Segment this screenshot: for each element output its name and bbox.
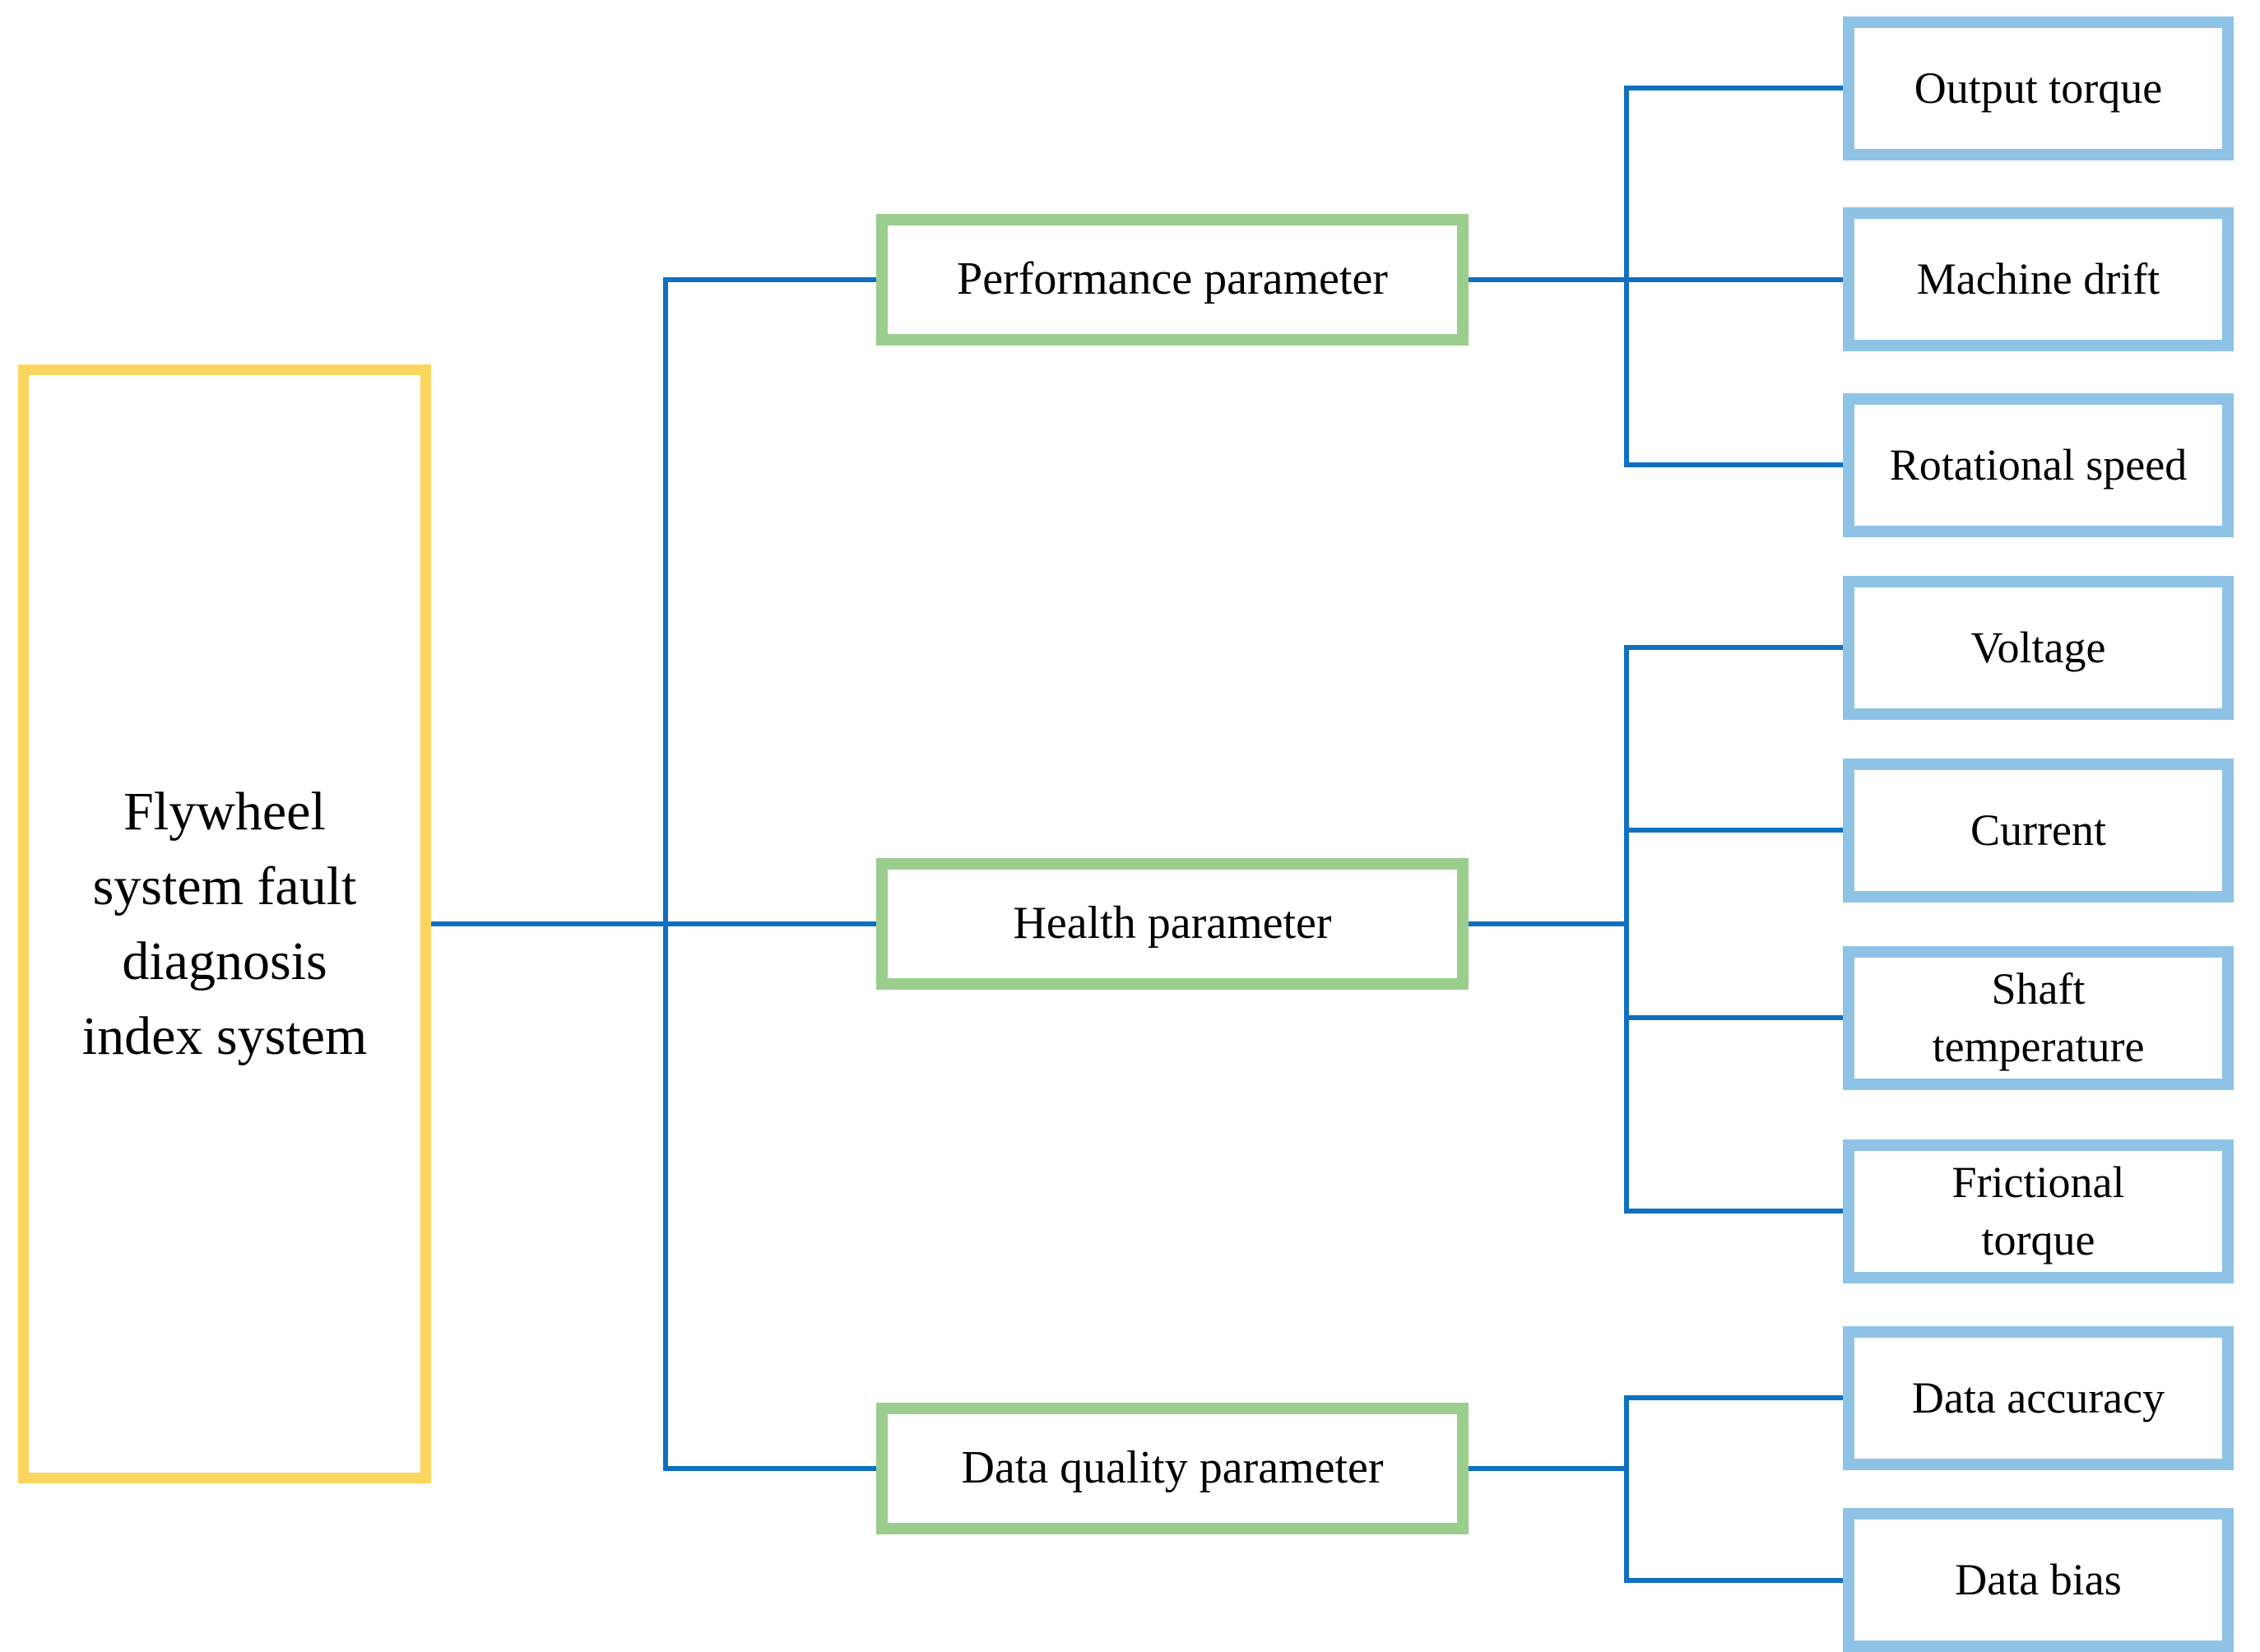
connector-root-to-health [431, 921, 876, 926]
child-box-frictional-torque: Frictional torque [1843, 1139, 2234, 1283]
group-box-performance-parameter: Performance parameter [876, 214, 1469, 346]
connector-bus-to-current [1624, 828, 1843, 833]
group-box-data-quality-parameter: Data quality parameter [876, 1403, 1469, 1534]
connector-data-quality-bus [1624, 1395, 1629, 1583]
child-label-data-accuracy: Data accuracy [1911, 1372, 2165, 1422]
connector-data-quality-to-bus [1469, 1466, 1629, 1471]
child-label-rotational-speed: Rotational speed [1889, 439, 2188, 490]
child-box-voltage: Voltage [1843, 576, 2234, 720]
group-label-health: Health parameter [1013, 898, 1332, 949]
group-label-data-quality: Data quality parameter [961, 1442, 1384, 1494]
connector-bus-to-shaft-temperature [1624, 1015, 1843, 1020]
child-box-output-torque: Output torque [1843, 16, 2234, 160]
connector-bus-to-data-accuracy [1624, 1395, 1843, 1400]
child-label-voltage: Voltage [1970, 622, 2106, 672]
group-label-performance: Performance parameter [957, 253, 1388, 305]
connector-bus-to-voltage [1624, 645, 1843, 650]
child-label-shaft-temperature: Shaft temperature [1932, 964, 2145, 1071]
connector-bus-to-frictional-torque [1624, 1209, 1843, 1213]
connector-bus-to-data-bias [1624, 1578, 1843, 1583]
connector-health-to-bus [1469, 921, 1629, 926]
child-box-data-bias: Data bias [1843, 1508, 2234, 1652]
connector-bus-to-rotational-speed [1624, 462, 1843, 467]
connector-health-bus [1624, 645, 1629, 1213]
child-box-data-accuracy: Data accuracy [1843, 1326, 2234, 1470]
connector-trunk-to-performance [663, 277, 876, 282]
child-box-shaft-temperature: Shaft temperature [1843, 946, 2234, 1090]
child-label-data-bias: Data bias [1955, 1554, 2122, 1604]
connector-bus-to-output-torque [1624, 86, 1843, 90]
connector-performance-bus [1624, 86, 1629, 467]
child-label-current: Current [1970, 805, 2106, 855]
root-label: Flywheel system fault diagnosis index sy… [81, 781, 368, 1067]
child-box-machine-drift: Machine drift [1843, 207, 2234, 351]
child-label-machine-drift: Machine drift [1916, 253, 2160, 304]
root-box-flywheel-system: Flywheel system fault diagnosis index sy… [18, 364, 431, 1483]
child-box-current: Current [1843, 759, 2234, 903]
group-box-health-parameter: Health parameter [876, 858, 1469, 990]
connector-left-trunk [663, 277, 668, 1471]
child-box-rotational-speed: Rotational speed [1843, 393, 2234, 537]
connector-performance-to-bus [1469, 277, 1843, 282]
child-label-frictional-torque: Frictional torque [1951, 1158, 2125, 1265]
connector-trunk-to-data-quality [663, 1466, 876, 1471]
child-label-output-torque: Output torque [1914, 63, 2163, 113]
